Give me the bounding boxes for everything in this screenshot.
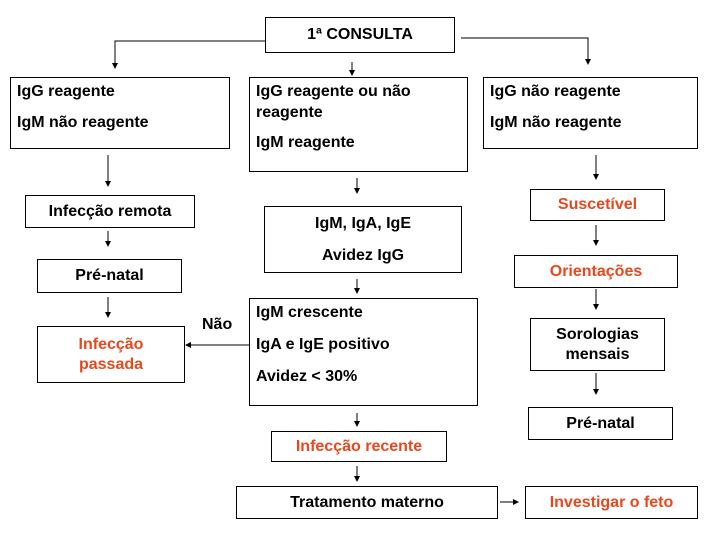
susceptible-label: Suscetível [557, 196, 638, 213]
center-result-line2: reagente [256, 104, 323, 121]
right-prenatal-box: Pré-natal [528, 407, 673, 440]
left-result-line2: IgM não reagente [17, 114, 149, 131]
criteria-box: IgM crescente IgA e IgE positivo Avidez … [249, 298, 478, 406]
guidance-label: Orientações [549, 262, 643, 280]
no-label: Não [202, 316, 233, 333]
guidance-box: Orientações [514, 255, 678, 288]
maternal-treatment-box: Tratamento materno [236, 486, 498, 519]
antibody-tests-line1: IgM, IgA, IgE [315, 214, 411, 232]
recent-infection-label: Infecção recente [295, 437, 423, 455]
center-result-line3: IgM reagente [256, 134, 355, 151]
past-infection-line2: passada [78, 355, 144, 373]
left-result-box: IgG reagente IgM não reagente [10, 77, 230, 149]
past-infection-box: Infecção passada [37, 326, 185, 383]
connector-top-to-right [461, 37, 591, 65]
left-result-line1: IgG reagente [17, 83, 115, 100]
center-result-line1: IgG reagente ou não [256, 83, 411, 100]
past-infection-line1: Infecção [78, 335, 144, 353]
criteria-line1: IgM crescente [256, 304, 363, 321]
monthly-serology-line2: mensais [565, 345, 630, 363]
left-prenatal-box: Pré-natal [37, 259, 182, 293]
monthly-serology-box: Sorologias mensais [530, 318, 665, 371]
investigate-fetus-label: Investigar o feto [549, 493, 674, 511]
criteria-line3: Avidez < 30% [256, 368, 358, 385]
investigate-fetus-box: Investigar o feto [525, 486, 698, 519]
antibody-tests-line2: Avidez IgG [321, 246, 405, 264]
connector-top-to-left [112, 40, 283, 69]
right-result-box: IgG não reagente IgM não reagente [483, 77, 698, 149]
center-result-box: IgG reagente ou não reagente IgM reagent… [249, 77, 468, 172]
first-consultation-box: 1ª CONSULTA [265, 17, 455, 53]
remote-infection-box: Infecção remota [25, 195, 195, 228]
maternal-treatment-label: Tratamento materno [290, 493, 444, 511]
monthly-serology-line1: Sorologias [556, 325, 639, 343]
right-prenatal-label: Pré-natal [566, 414, 635, 432]
right-result-line2: IgM não reagente [490, 114, 622, 131]
remote-infection-label: Infecção remota [48, 202, 172, 220]
first-consultation-label: 1ª CONSULTA [307, 26, 413, 43]
left-prenatal-label: Pré-natal [75, 267, 144, 284]
criteria-line2: IgA e IgE positivo [256, 336, 390, 353]
right-result-line1: IgG não reagente [490, 83, 621, 100]
recent-infection-box: Infecção recente [271, 431, 447, 462]
antibody-tests-box: IgM, IgA, IgE Avidez IgG [264, 206, 462, 273]
susceptible-box: Suscetível [530, 189, 665, 221]
